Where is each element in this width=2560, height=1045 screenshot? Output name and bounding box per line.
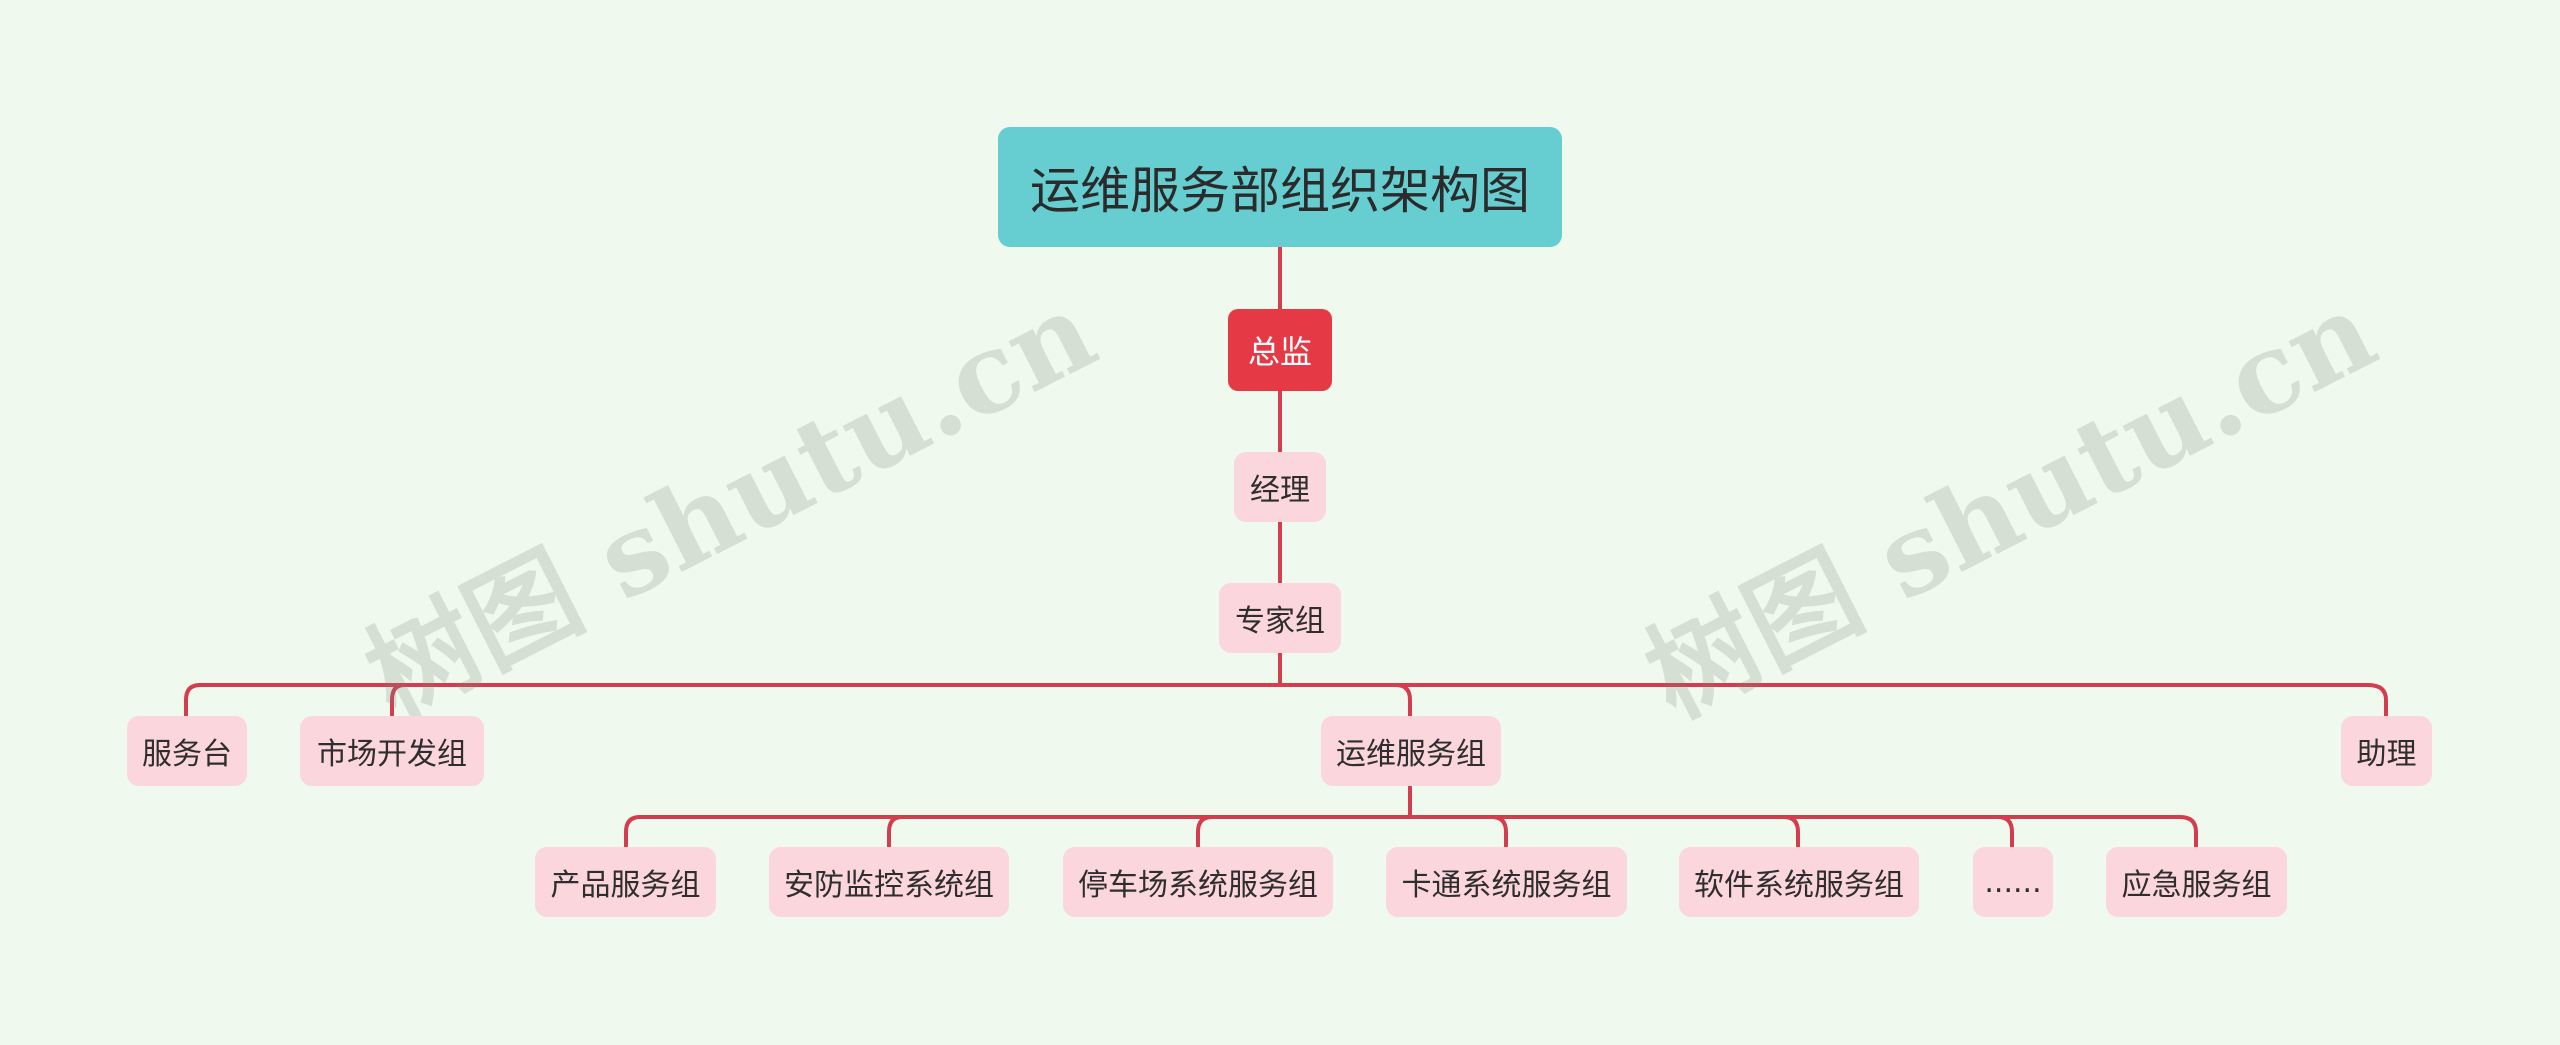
connector-to-yunwei	[1394, 683, 1412, 718]
node-assistant[interactable]: 助理	[2341, 716, 2432, 786]
connector-to-katong	[1490, 815, 1508, 849]
node-software-system[interactable]: 软件系统服务组	[1679, 847, 1919, 917]
node-parking-system[interactable]: 停车场系统服务组	[1063, 847, 1333, 917]
connector-to-anfang	[887, 815, 904, 849]
node-product-service[interactable]: 产品服务组	[535, 847, 716, 917]
node-service-desk[interactable]: 服务台	[127, 716, 247, 786]
node-card-system[interactable]: 卡通系统服务组	[1386, 847, 1627, 917]
node-emergency-service[interactable]: 应急服务组	[2106, 847, 2287, 917]
node-director[interactable]: 总监	[1228, 309, 1332, 391]
node-ellipsis[interactable]: ......	[1973, 847, 2053, 917]
connector-to-fuwutai	[184, 683, 202, 718]
node-market-dev[interactable]: 市场开发组	[300, 716, 484, 786]
node-security-monitor[interactable]: 安防监控系统组	[769, 847, 1009, 917]
node-manager[interactable]: 经理	[1234, 452, 1326, 522]
node-ops-service[interactable]: 运维服务组	[1321, 716, 1501, 786]
connector-to-chanpin	[624, 815, 642, 849]
connector-to-zhuli	[2366, 683, 2388, 718]
connector-to-ellipsis	[1996, 815, 2014, 849]
connector-to-ruanjian	[1782, 815, 1800, 849]
node-experts[interactable]: 专家组	[1219, 583, 1341, 653]
root-node-title[interactable]: 运维服务部组织架构图	[998, 127, 1562, 247]
connector-to-yingji	[2178, 815, 2198, 849]
connector-to-tingche	[1196, 815, 1214, 849]
connector-to-shichang	[390, 683, 406, 718]
